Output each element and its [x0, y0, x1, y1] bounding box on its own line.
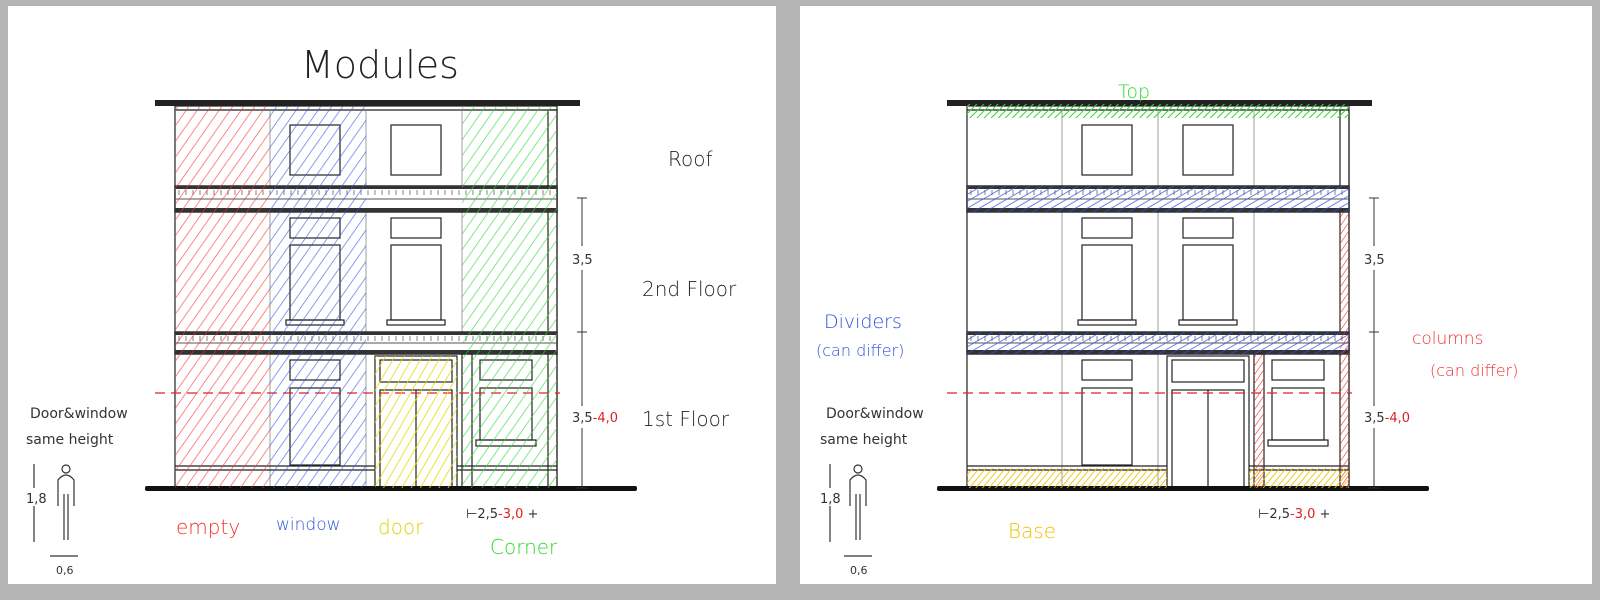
window — [1182, 244, 1234, 321]
person-scale-icon — [829, 464, 872, 557]
module-hatching — [175, 106, 557, 488]
module-label-window: window — [276, 515, 341, 535]
dim-lower-floor: 3,5-4,0 — [1364, 411, 1410, 426]
empty-module-hatch — [175, 106, 270, 488]
window-transom — [1182, 217, 1234, 239]
modules-panel: Modules Roof 2nd Floor 1st Floor 3,5 3,5… — [8, 6, 776, 584]
person-height: 1,8 — [26, 492, 47, 507]
divider-hatch-upper — [967, 186, 1349, 212]
component-hatching — [967, 104, 1349, 488]
label-columns: columns — [1412, 329, 1483, 349]
floor-label-roof: Roof — [668, 147, 713, 171]
dim-upper-floor: 3,5 — [1364, 253, 1385, 268]
roof-window — [1081, 124, 1133, 176]
door-transom — [1171, 359, 1245, 383]
roof-window — [390, 124, 442, 176]
corner-module-hatch — [462, 106, 557, 488]
window — [1271, 387, 1325, 441]
label-top: Top — [1118, 81, 1150, 103]
module-label-empty: empty — [176, 515, 240, 539]
note-line-2: same height — [820, 432, 908, 448]
window-transom — [1271, 359, 1325, 381]
modules-drawing: Modules Roof 2nd Floor 1st Floor 3,5 3,5… — [26, 43, 737, 577]
door-module-hatch — [375, 356, 457, 488]
dim-lower-floor: 3,5-4,0 — [572, 411, 618, 426]
top-hatch — [967, 104, 1349, 118]
label-dividers: Dividers — [824, 311, 902, 333]
dim-module-width: ⊢2,5-3,0 + — [1258, 507, 1330, 522]
window-sill — [1267, 439, 1329, 447]
column-hatch-end — [1340, 212, 1349, 488]
building-facade — [937, 100, 1429, 491]
person-scale-icon — [33, 464, 78, 557]
label-base: Base — [1008, 519, 1056, 543]
components-drawing: Top Dividers (can differ) columns (can d… — [816, 81, 1518, 577]
window-sill — [1077, 319, 1137, 326]
column-hatch-corner — [1254, 354, 1264, 488]
dim-module-width: ⊢2,5-3,0 + — [466, 507, 538, 522]
person-width: 0,6 — [56, 564, 74, 577]
window-sill — [1178, 319, 1238, 326]
floor-label-1st: 1st Floor — [642, 407, 730, 431]
cornice — [155, 100, 580, 106]
dim-upper-floor: 3,5 — [572, 253, 593, 268]
height-dimension — [577, 197, 587, 489]
window — [1081, 244, 1133, 321]
components-panel: Top Dividers (can differ) columns (can d… — [800, 6, 1592, 584]
window — [1081, 387, 1133, 466]
roof-window — [1182, 124, 1234, 176]
note-line-1: Door&window — [30, 406, 128, 422]
window-transom — [1081, 217, 1133, 239]
window-module-hatch — [270, 106, 366, 488]
base-hatch-right — [1249, 468, 1349, 488]
height-dimension — [1369, 197, 1379, 489]
label-columns-sub: (can differ) — [1430, 361, 1518, 380]
page-title: Modules — [301, 43, 459, 87]
floor-label-2nd: 2nd Floor — [642, 277, 737, 301]
module-label-corner: Corner — [490, 535, 558, 559]
base-hatch-left — [967, 468, 1167, 488]
module-label-door: door — [378, 515, 424, 539]
person-width: 0,6 — [850, 564, 868, 577]
cornice — [947, 100, 1372, 106]
note-line-2: same height — [26, 432, 114, 448]
window-transom — [390, 217, 442, 239]
label-dividers-sub: (can differ) — [816, 341, 904, 360]
note-line-1: Door&window — [826, 406, 924, 422]
divider-hatch-lower — [967, 332, 1349, 354]
window-transom — [1081, 359, 1133, 381]
person-height: 1,8 — [820, 492, 841, 507]
window — [390, 244, 442, 321]
window-sill — [386, 319, 446, 326]
